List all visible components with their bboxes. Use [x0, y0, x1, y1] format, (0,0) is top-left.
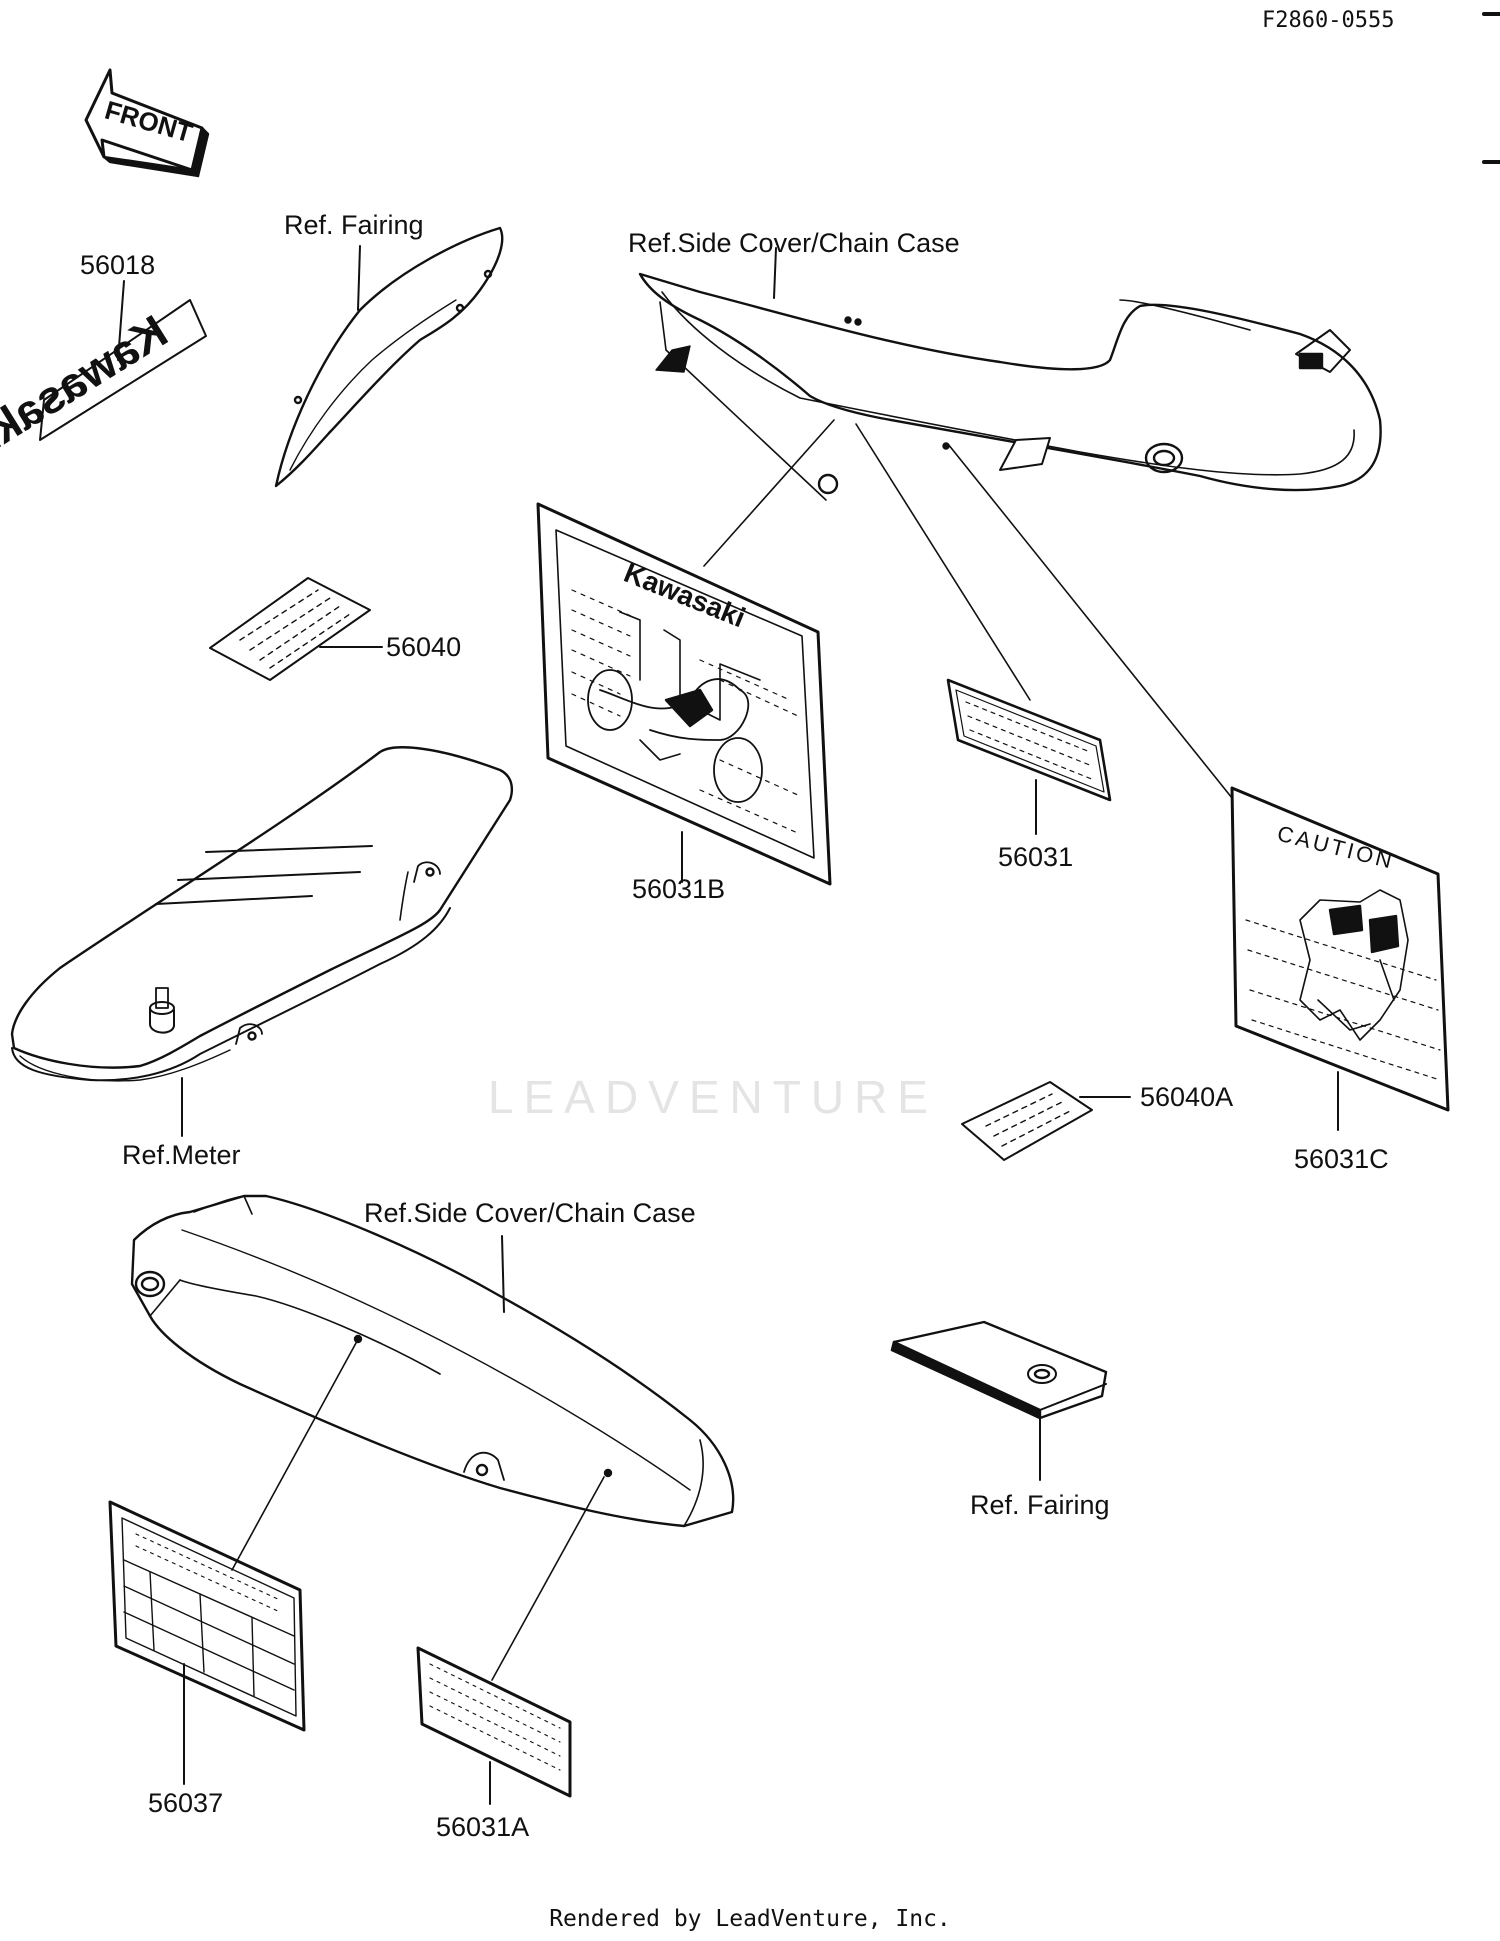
decal-56031: [946, 678, 1112, 802]
svg-text:Kawasaki: Kawasaki: [0, 305, 176, 460]
ref-side-cover-top-label: Ref.Side Cover/Chain Case: [628, 228, 960, 258]
label-56037: [108, 1500, 306, 1732]
diagram-code: F2860-0555: [1262, 8, 1395, 33]
front-arrow-icon: FRONT: [84, 68, 210, 178]
fairing-bottom-outline: [890, 1320, 1108, 1420]
watermark: LEADVENTURE: [488, 1071, 938, 1123]
part-number-56031C: 56031C: [1294, 1144, 1389, 1174]
ref-fairing-bottom-label: Ref. Fairing: [970, 1490, 1110, 1520]
decal-56031C-caution: CAUTION: [1230, 786, 1450, 1112]
meter-outline: [10, 746, 514, 1082]
side-cover-top-outline: [638, 272, 1382, 501]
label-56031A: [416, 1646, 572, 1798]
ref-meter-label: Ref.Meter: [122, 1140, 241, 1170]
part-number-56031B: 56031B: [632, 874, 726, 904]
ref-side-cover-bottom-label: Ref.Side Cover/Chain Case: [364, 1198, 696, 1228]
footer-credit: Rendered by LeadVenture, Inc.: [549, 1906, 951, 1932]
part-number-56040: 56040: [386, 632, 462, 662]
part-number-56037: 56037: [148, 1788, 224, 1818]
decal-56018-kawasaki-emblem: Kawasaki: [0, 299, 207, 460]
ref-fairing-top-label: Ref. Fairing: [284, 210, 424, 240]
part-number-56031: 56031: [998, 842, 1074, 872]
part-number-56018: 56018: [80, 250, 156, 280]
part-number-56040A: 56040A: [1140, 1082, 1234, 1112]
front-arrow-label: FRONT: [102, 95, 196, 149]
label-56040A: [961, 1081, 1093, 1161]
fairing-top-outline: [274, 226, 504, 488]
side-cover-bottom-outline: [130, 1194, 735, 1528]
part-number-56031A: 56031A: [436, 1812, 530, 1842]
label-56040: [209, 577, 371, 681]
decal-56031B: Kawasaki: [536, 502, 832, 886]
svg-text:CAUTION: CAUTION: [1275, 821, 1397, 874]
